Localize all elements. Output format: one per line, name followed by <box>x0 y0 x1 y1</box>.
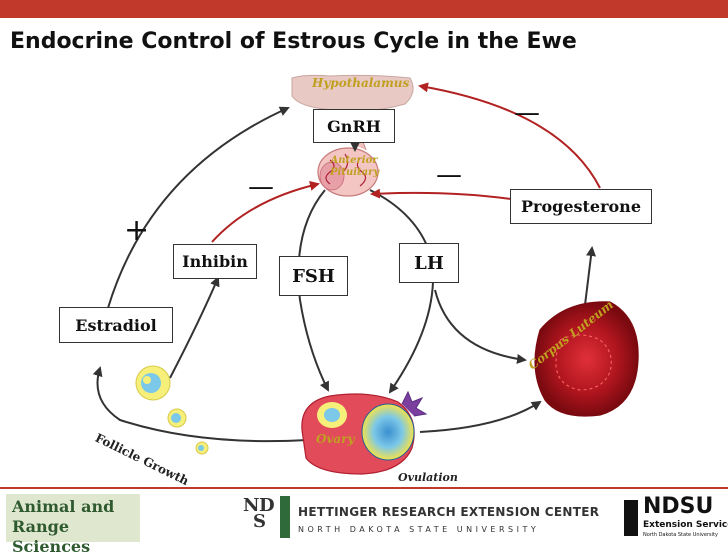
anterior-pituitary-graphic <box>317 127 379 197</box>
anterior-pituitary-label: Anterior Pituitary <box>330 155 380 178</box>
ovary-graphic <box>301 390 428 475</box>
estradiol-positive-arrow <box>107 106 290 309</box>
inhibin-to-pituitary-arrow <box>211 180 320 243</box>
negative-feedback-sign-top-right: — <box>514 98 540 128</box>
positive-feedback-sign: + <box>124 213 150 248</box>
ndsu-logo-text: NDSU <box>643 494 714 519</box>
corpus-luteum-to-progesterone-arrow <box>584 246 596 306</box>
department-line-1: Animal and <box>12 497 115 516</box>
estradiol-box: Estradiol <box>59 307 173 343</box>
nd-logo-letter-d: D <box>259 495 275 516</box>
top-accent-bar <box>0 0 728 18</box>
follicle-to-inhibin-arrow <box>169 276 220 379</box>
progesterone-to-hypothalamus-arrow <box>418 82 601 189</box>
ovulation-label: Ovulation <box>398 471 458 484</box>
footer-divider <box>0 487 728 489</box>
slide-title: Endocrine Control of Estrous Cycle in th… <box>10 29 577 54</box>
department-line-2: Range Sciences <box>12 517 91 556</box>
fsh-to-ovary-arrow <box>297 189 329 392</box>
department-logo: Animal and Range Sciences <box>6 494 140 556</box>
extension-university-label: North Dakota State University <box>643 532 718 538</box>
lh-to-corpus-luteum-arrow <box>434 289 527 364</box>
research-center-name: HETTINGER RESEARCH EXTENSION CENTER <box>298 505 600 519</box>
feedback-arrows <box>211 82 601 243</box>
fsh-box: FSH <box>279 256 348 296</box>
ovary-to-corpus-luteum-arrow <box>419 400 542 433</box>
negative-feedback-sign-mid-left: — <box>248 172 274 202</box>
lh-to-ovary-arrow <box>369 189 435 394</box>
negative-feedback-sign-mid-right: — <box>436 160 462 190</box>
nd-logo-letter-n: N <box>243 495 260 516</box>
inhibin-box: Inhibin <box>173 244 257 279</box>
gnrh-box: GnRH <box>313 109 395 143</box>
progesterone-box: Progesterone <box>510 189 652 224</box>
follicle-to-estradiol-arrow <box>92 366 309 443</box>
university-name: NORTH DAKOTA STATE UNIVERSITY <box>298 525 540 534</box>
ndsu-logo-mark <box>624 500 638 536</box>
ovary-label: Ovary <box>316 432 355 446</box>
nd-logo: N D S <box>243 497 277 537</box>
progesterone-to-pituitary-arrow <box>370 188 519 201</box>
hypothalamus-label: Hypothalamus <box>312 76 410 90</box>
nd-logo-letter-s: S <box>253 511 266 532</box>
lh-box: LH <box>399 243 459 283</box>
follicle-growth-graphic <box>135 365 209 455</box>
extension-service-label: Extension Service <box>643 520 728 530</box>
corpus-luteum-graphic <box>534 301 639 417</box>
research-center-mark <box>280 496 290 538</box>
